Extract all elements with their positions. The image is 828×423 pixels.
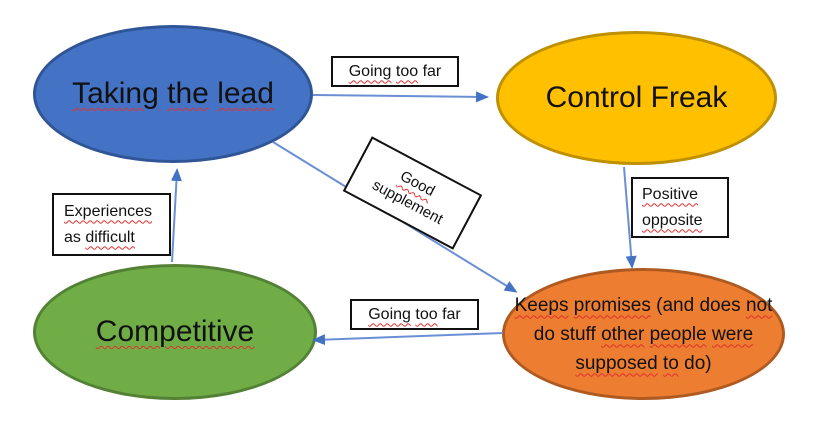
edge-label-going-too-far-bottom[interactable]: Going too far — [350, 299, 479, 330]
arrow-competitive-to-taking-lead[interactable] — [170, 168, 182, 263]
arrow-control-freak-to-keeps-promises[interactable] — [623, 166, 637, 269]
node-competitive-label: Competitive — [95, 315, 255, 348]
arrow-keeps-promises-to-competitive[interactable] — [312, 332, 504, 346]
edge-label-going-too-far-top[interactable]: Going too far — [331, 56, 459, 87]
node-control-freak[interactable]: Control Freak — [496, 31, 777, 165]
node-competitive[interactable]: Competitive — [33, 264, 317, 400]
node-control-freak-label: Control Freak — [545, 81, 728, 114]
arrow-taking-lead-to-control-freak[interactable] — [312, 91, 489, 103]
edge-label-going-too-far-bottom-text: Going too far — [368, 305, 461, 323]
edge-label-going-too-far-top-text: Going too far — [348, 62, 442, 80]
node-taking-the-lead[interactable]: Taking the lead — [33, 25, 313, 163]
node-taking-the-lead-label: Taking the lead — [72, 77, 274, 110]
